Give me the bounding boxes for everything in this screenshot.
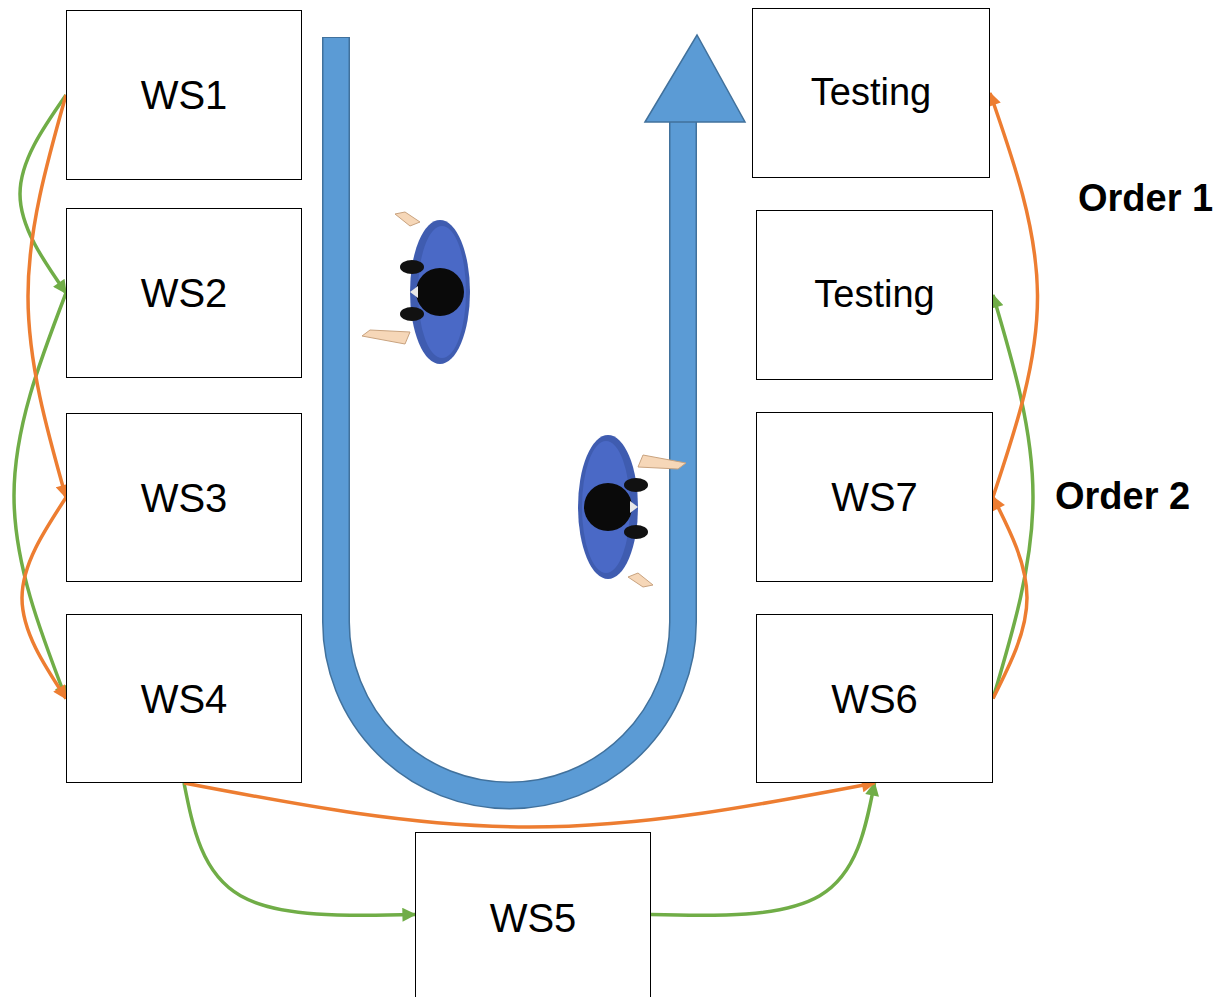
flow-connector	[990, 93, 1038, 497]
flow-connector	[14, 293, 66, 699]
flow-arrow-outline	[336, 37, 683, 795]
workstation-box: WS4	[66, 614, 302, 783]
order-label: Order 2	[1055, 476, 1190, 518]
workstation-box: WS7	[756, 412, 993, 582]
station-label: WS2	[141, 271, 228, 315]
flow-arrow-body	[336, 38, 683, 795]
workstation-box: WS6	[756, 614, 993, 783]
workstation-box: WS5	[415, 832, 651, 997]
workstation-box: Testing	[756, 210, 993, 380]
operator-figure	[362, 212, 470, 364]
workstation-box: WS1	[66, 10, 302, 180]
station-label: WS5	[490, 896, 577, 940]
station-label: WS4	[141, 677, 228, 721]
station-label: WS1	[141, 73, 228, 117]
order-label: Order 1	[1078, 178, 1213, 220]
station-label: WS7	[831, 475, 918, 519]
operator-figure	[578, 435, 686, 587]
workstation-box: WS3	[66, 413, 302, 582]
workstation-box: Testing	[752, 8, 990, 178]
flow-connector	[28, 95, 66, 498]
station-label: WS6	[831, 677, 918, 721]
flow-connector	[22, 498, 66, 699]
flow-connector	[184, 783, 875, 827]
workstation-box: WS2	[66, 208, 302, 378]
flow-arrow-head	[645, 35, 745, 122]
station-label: Testing	[814, 274, 934, 316]
flow-connector	[993, 295, 1033, 699]
flow-connector	[993, 497, 1027, 699]
station-label: Testing	[811, 72, 931, 114]
station-label: WS3	[141, 476, 228, 520]
